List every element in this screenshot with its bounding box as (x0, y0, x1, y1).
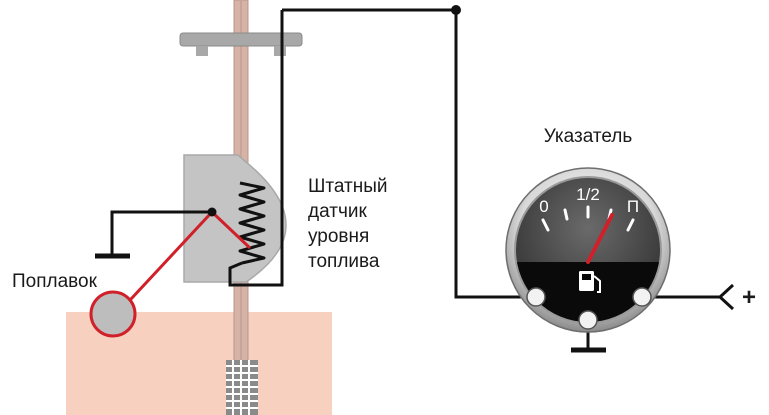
mounting-flange (179, 32, 303, 56)
gauge-mark-empty: 0 (539, 197, 548, 216)
gauge-terminal-signal (526, 287, 546, 307)
power-terminal-symbol (717, 283, 735, 311)
indicator-label: Указатель (544, 126, 633, 147)
sensor-body (183, 154, 287, 283)
sensor-pivot (207, 207, 217, 217)
float (89, 290, 137, 338)
float-label: Поплавок (12, 271, 98, 292)
gauge-terminal-ground (578, 310, 598, 330)
signal-junction (451, 5, 461, 15)
resistor-coil (238, 181, 266, 265)
intake-strainer (226, 360, 258, 415)
sensor-label-line2: датчик (308, 201, 367, 222)
signal-wire (282, 8, 536, 299)
gauge-mark-full: П (627, 197, 639, 216)
sensor-label-line1: Штатный (308, 176, 388, 197)
fuel-pump-icon (579, 271, 601, 293)
gauge-terminal-power (632, 287, 652, 307)
sensor-ground-wire (110, 210, 212, 255)
fuel-gauge (505, 167, 671, 333)
sensor-label-line3: уровня (308, 226, 369, 247)
plus-label: + (742, 284, 756, 311)
gauge-mark-half: 1/2 (576, 185, 600, 204)
gauge-needle (586, 213, 614, 264)
sensor-label-line4: топлива (308, 251, 380, 272)
coil-signal-wire (228, 10, 284, 287)
